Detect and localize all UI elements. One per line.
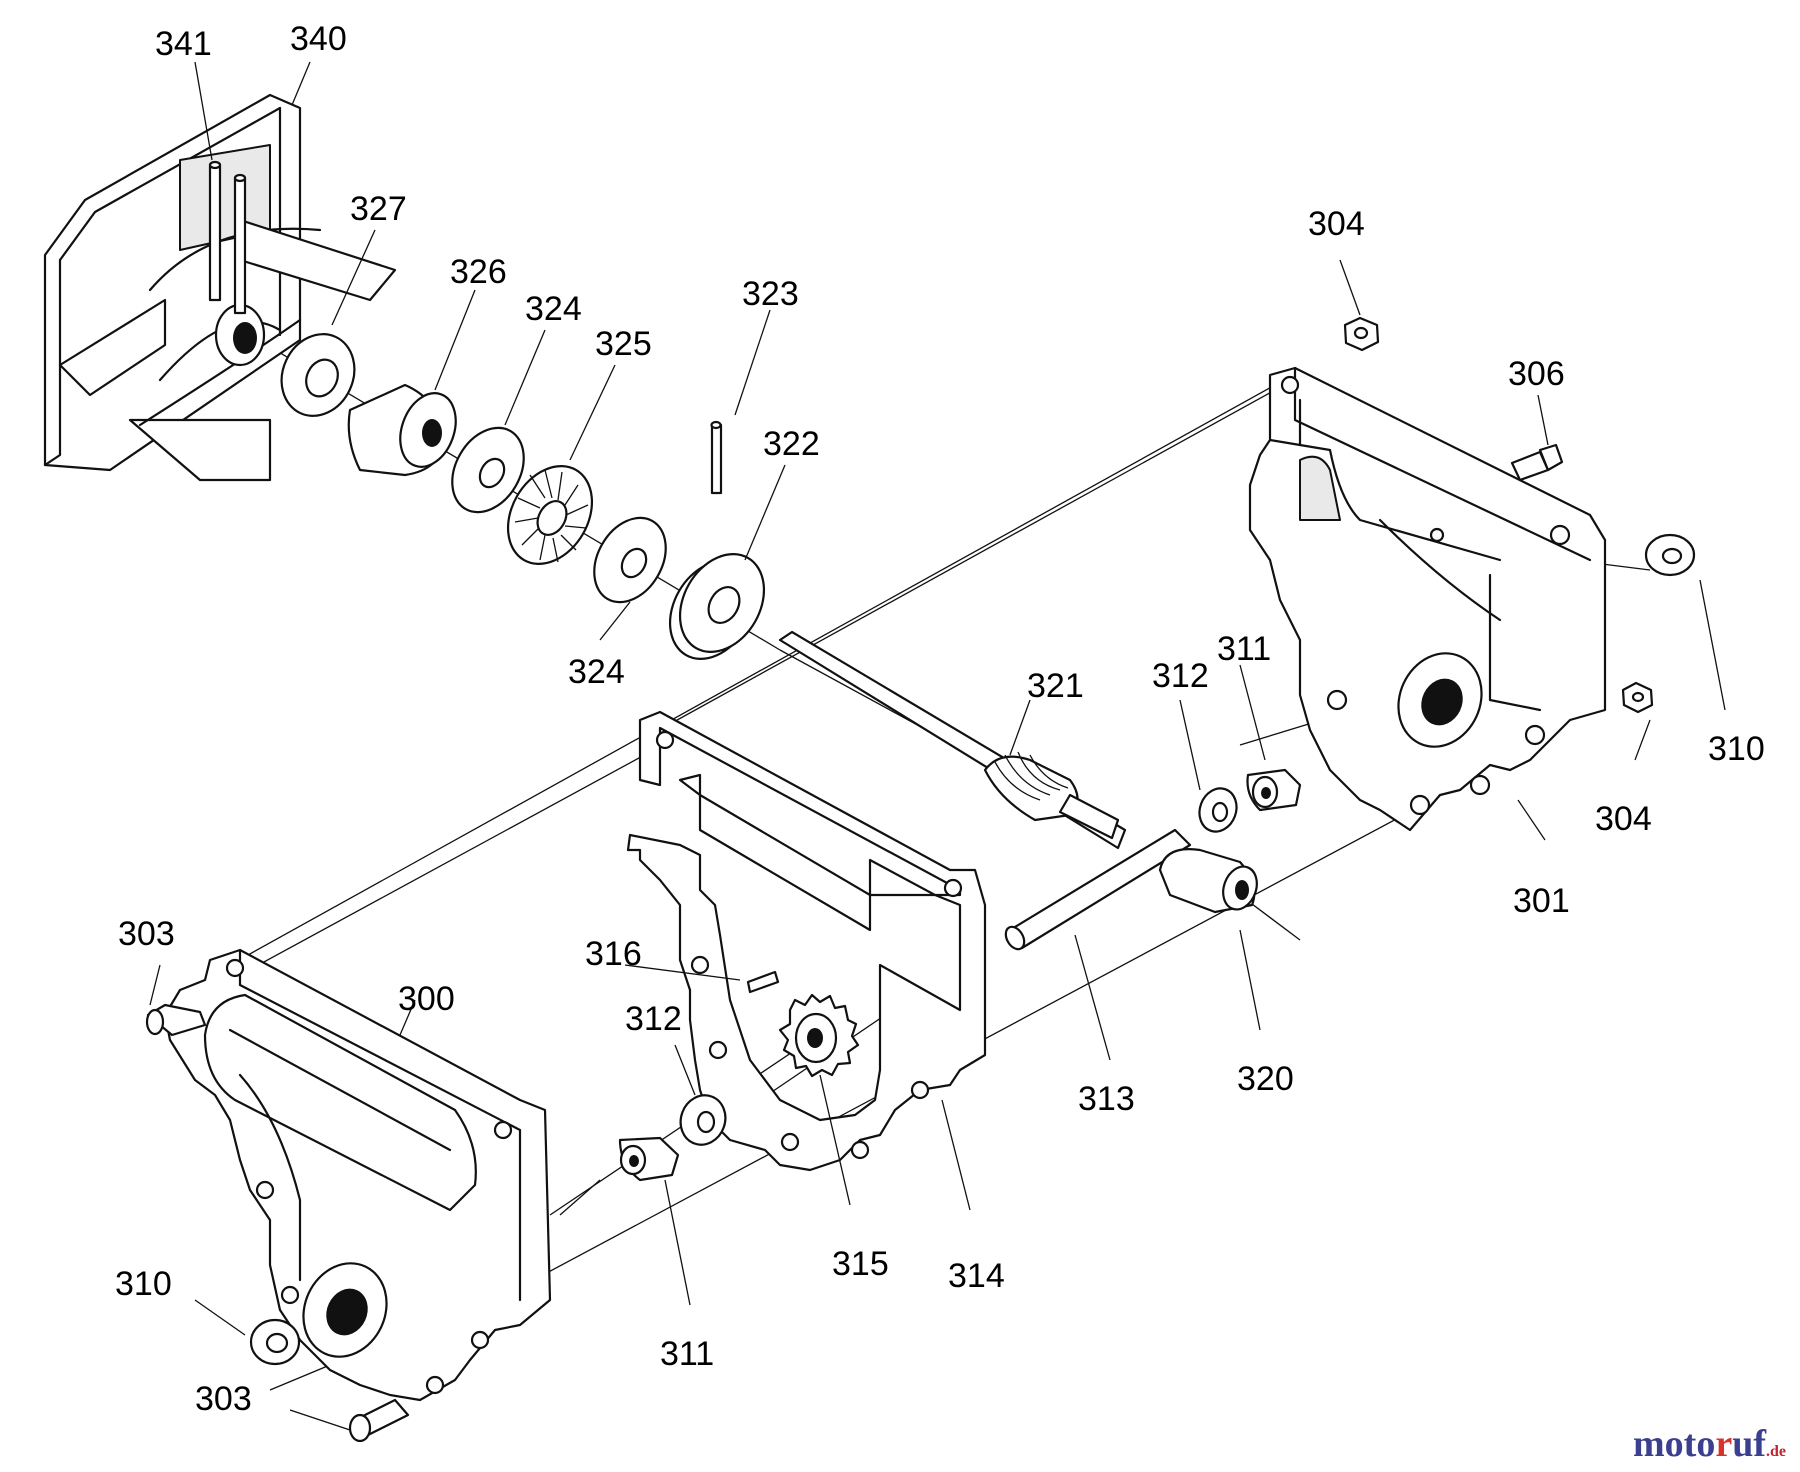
label-311-lower: 311 bbox=[660, 1335, 714, 1373]
part-304-nut-lower bbox=[1621, 681, 1654, 714]
part-313-shaft bbox=[1004, 828, 1192, 951]
label-322: 322 bbox=[763, 425, 820, 463]
leader-lines bbox=[149, 61, 1726, 1431]
label-341: 341 bbox=[155, 25, 212, 63]
part-311-bushing-lower bbox=[618, 1136, 680, 1182]
part-326-bushing bbox=[347, 383, 457, 477]
label-324-lower: 324 bbox=[568, 653, 625, 691]
watermark-brand-tail: uf bbox=[1732, 1423, 1766, 1465]
watermark-logo: motoruf.de bbox=[1633, 1422, 1786, 1466]
watermark-suffix: .de bbox=[1766, 1443, 1786, 1460]
part-312-washer-upper bbox=[1198, 787, 1238, 833]
label-303-lower: 303 bbox=[195, 1380, 252, 1418]
part-315-gear bbox=[778, 993, 860, 1078]
part-300-left-housing bbox=[163, 948, 552, 1402]
part-303-screw-lower bbox=[348, 1398, 410, 1443]
watermark-brand-accent: r bbox=[1715, 1423, 1733, 1465]
label-313: 313 bbox=[1078, 1080, 1135, 1118]
label-320: 320 bbox=[1237, 1060, 1294, 1098]
part-310-washer-lower bbox=[249, 1318, 301, 1366]
label-312-lower: 312 bbox=[625, 1000, 682, 1038]
part-324-washer-upper bbox=[451, 426, 525, 514]
label-310-lower: 310 bbox=[115, 1265, 172, 1303]
part-312-washer-lower bbox=[679, 1094, 727, 1146]
part-301-right-housing bbox=[1248, 366, 1607, 832]
part-321-worm-shaft bbox=[778, 630, 1127, 850]
label-312-upper: 312 bbox=[1152, 657, 1209, 695]
part-303-screw-upper bbox=[145, 1003, 207, 1037]
part-314-gasket-frame bbox=[626, 710, 987, 1172]
label-306: 306 bbox=[1508, 355, 1565, 393]
label-327: 327 bbox=[350, 190, 407, 228]
label-301: 301 bbox=[1513, 882, 1570, 920]
label-325: 325 bbox=[595, 325, 652, 363]
label-315: 315 bbox=[832, 1245, 889, 1283]
part-324-washer-lower bbox=[593, 516, 667, 604]
label-310-upper: 310 bbox=[1708, 730, 1765, 768]
part-316-key bbox=[746, 970, 780, 994]
label-316: 316 bbox=[585, 935, 642, 973]
part-304-nut-upper bbox=[1343, 316, 1380, 352]
part-323-pin bbox=[710, 420, 723, 495]
part-311-bushing-upper bbox=[1246, 768, 1302, 812]
part-325-thrust-bearing bbox=[506, 465, 594, 565]
part-322-collar bbox=[668, 553, 766, 660]
part-327-washer bbox=[280, 333, 356, 417]
label-340: 340 bbox=[290, 20, 347, 58]
label-324-upper: 324 bbox=[525, 290, 582, 328]
label-304-upper: 304 bbox=[1308, 205, 1365, 243]
label-326: 326 bbox=[450, 253, 507, 291]
part-341-pins bbox=[208, 160, 247, 315]
label-304-lower: 304 bbox=[1595, 800, 1652, 838]
label-314: 314 bbox=[948, 1257, 1005, 1295]
label-300: 300 bbox=[398, 980, 455, 1018]
label-311-upper: 311 bbox=[1217, 630, 1271, 668]
part-310-washer-upper bbox=[1644, 533, 1696, 577]
watermark-brand-main: moto bbox=[1633, 1423, 1716, 1465]
label-303-upper: 303 bbox=[118, 915, 175, 953]
part-306-grease-fitting bbox=[1510, 443, 1564, 482]
label-323: 323 bbox=[742, 275, 799, 313]
label-321: 321 bbox=[1027, 667, 1084, 705]
part-labels: 341 340 327 326 324 325 323 322 324 304 … bbox=[115, 20, 1765, 1418]
part-320-bushing bbox=[1158, 848, 1258, 914]
